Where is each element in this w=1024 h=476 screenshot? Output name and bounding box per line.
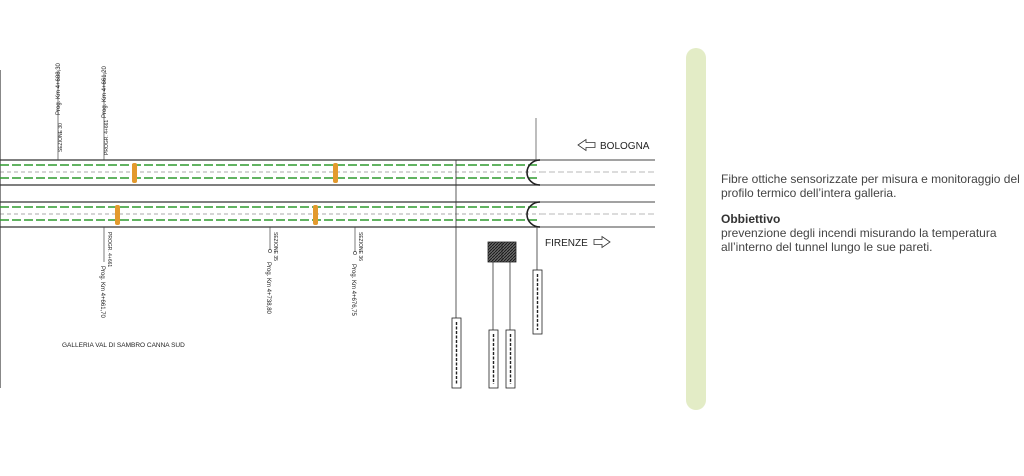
upper-tunnel-tube: [0, 159, 655, 186]
sensor-marker: [333, 163, 338, 183]
gallery-title: GALLERIA VAL DI SAMBRO CANNA SUD: [62, 342, 185, 349]
svg-text:SEZIONE 35: SEZIONE 35: [272, 232, 278, 261]
sensor-marker: [313, 205, 318, 225]
direction-firenze: FIRENZE: [545, 235, 611, 249]
divider-bar: [686, 48, 706, 410]
sensor-marker: [132, 163, 137, 183]
title-block: [451, 317, 462, 389]
lower-portal-arc: [526, 201, 541, 228]
chainage-label-3: Prog. Km 4+661,70: [99, 266, 105, 319]
description-panel: Fibre ottiche sensorizzate per misura e …: [721, 172, 1021, 254]
objective-heading: Obbiettivo: [721, 212, 781, 226]
upper-portal-arc: [526, 159, 541, 186]
chainage-label-5: Prog. Km 4+676,75: [350, 264, 356, 317]
small-annotations: SEZIONE 30 PROGR. 4+661 PROGR. 4+661 SEZ…: [58, 120, 363, 268]
arrow-right-icon: [593, 235, 611, 249]
tunnel-plan-drawing: SEZIONE 30 PROGR. 4+661 PROGR. 4+661 SEZ…: [0, 62, 655, 389]
title-blocks: [451, 269, 543, 389]
direction-bologna: BOLOGNA: [577, 138, 650, 152]
chainage-leaders: [57, 70, 537, 262]
chainage-label-4: Prog. Km 4+738,80: [265, 262, 271, 315]
description-text: Fibre ottiche sensorizzate per misura e …: [721, 172, 1020, 200]
svg-text:SEZIONE 30: SEZIONE 30: [58, 123, 64, 152]
direction-bologna-label: BOLOGNA: [600, 141, 650, 152]
sensor-markers: [115, 163, 338, 225]
svg-text:PROGR. 4+661: PROGR. 4+661: [106, 232, 112, 267]
chainage-label-1: Prog. Km 4+688,30: [56, 62, 62, 115]
svg-text:SEZIONE 36: SEZIONE 36: [357, 232, 363, 261]
svg-text:PROGR. 4+661: PROGR. 4+661: [104, 120, 110, 155]
chainage-label-2: Prog. Km 4+661,20: [102, 65, 108, 118]
objective-text: prevenzione degli incendi misurando la t…: [721, 226, 997, 254]
lower-tunnel-tube: [0, 201, 655, 228]
sensor-marker: [115, 205, 120, 225]
title-block-text-strokes: [455, 274, 539, 384]
reference-lines: [455, 160, 538, 330]
direction-firenze-label: FIRENZE: [545, 238, 588, 249]
arrow-left-icon: [577, 138, 596, 152]
